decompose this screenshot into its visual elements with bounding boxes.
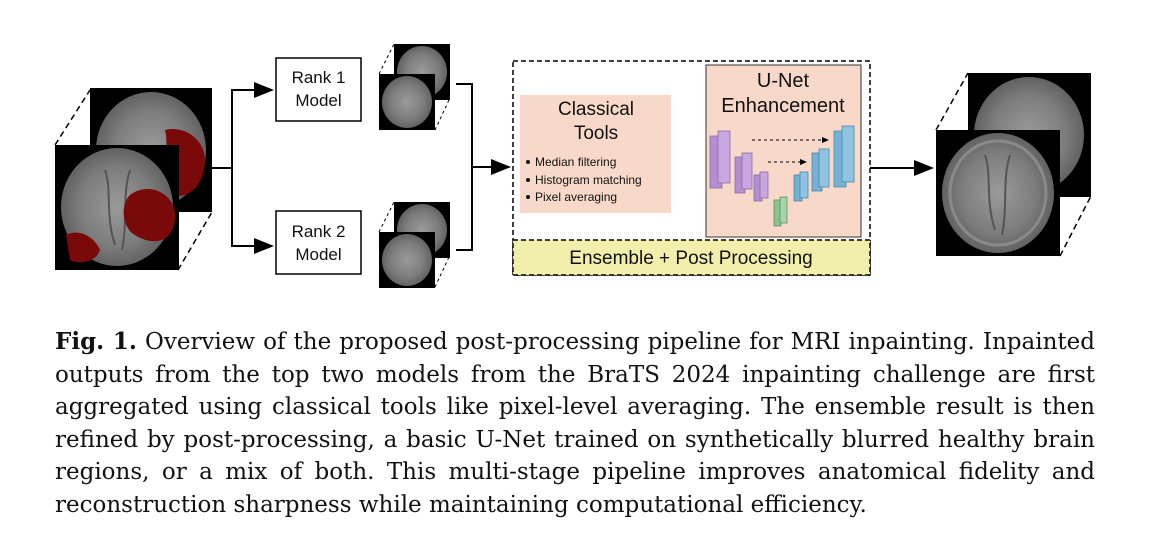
- fork-arrows: [212, 90, 272, 246]
- classical-title-line2: Tools: [574, 123, 618, 144]
- ensemble-label: Ensemble + Post Processing: [569, 248, 812, 269]
- merge-arrows: [456, 84, 509, 250]
- figure-caption: Fig. 1. Overview of the proposed post-pr…: [55, 326, 1095, 521]
- caption-label: Fig. 1.: [55, 328, 137, 355]
- ensemble-bar: Ensemble + Post Processing: [513, 240, 870, 275]
- caption-text: Overview of the proposed post-processing…: [55, 329, 1095, 518]
- brain-mri-slice-icon: [936, 130, 1060, 256]
- rank2-label-line1: Rank 2: [292, 222, 346, 241]
- unet-title-line2: Enhancement: [721, 95, 845, 117]
- rank1-output-stack: [379, 44, 450, 130]
- rank2-label-line2: Model: [295, 245, 341, 264]
- brain-mri-slice-icon: [55, 145, 179, 270]
- rank2-output-stack: [379, 202, 450, 288]
- unet-enhancement-panel: U-Net Enhancement: [706, 65, 861, 237]
- post-processing-container: Classical Tools Median filtering Histogr…: [513, 61, 870, 275]
- output-mri-stack: [936, 73, 1091, 256]
- rank2-model-box: Rank 2 Model: [276, 211, 361, 274]
- pipeline-figure: Rank 1 Model Rank 2 Model Classica: [0, 0, 1149, 300]
- classical-item-pixel: Pixel averaging: [535, 190, 617, 204]
- rank1-label-line1: Rank 1: [292, 68, 346, 87]
- classical-item-histogram: Histogram matching: [535, 173, 642, 187]
- rank1-model-box: Rank 1 Model: [276, 58, 361, 121]
- classical-tools-panel: Classical Tools Median filtering Histogr…: [520, 95, 671, 213]
- input-mri-stack: [55, 88, 212, 270]
- rank1-label-line2: Model: [295, 91, 341, 110]
- classical-title-line1: Classical: [558, 99, 634, 120]
- unet-title-line1: U-Net: [757, 70, 810, 92]
- classical-item-median: Median filtering: [535, 155, 616, 169]
